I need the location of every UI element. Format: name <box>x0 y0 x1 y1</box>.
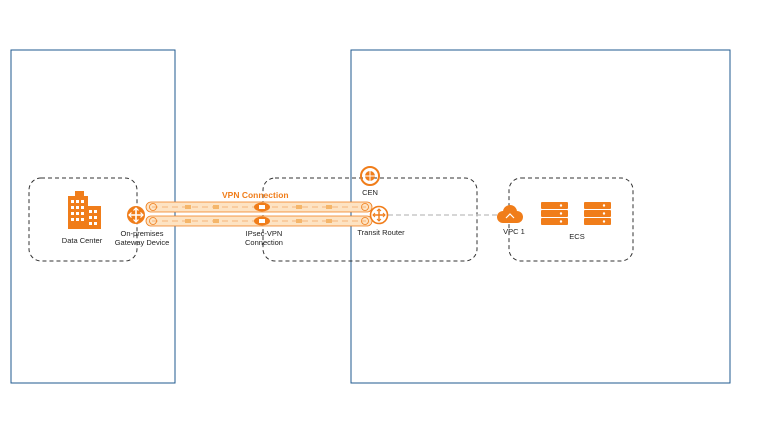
data-center-group <box>28 177 138 262</box>
gateway-label-line1: On-premises <box>120 229 164 238</box>
ipsec-label-line2: Connection <box>245 238 283 247</box>
vpn-lock-icon <box>254 202 270 226</box>
data-center-label: Data Center <box>61 236 103 245</box>
cloud-region <box>350 49 731 384</box>
gateway-label-line2: Gateway Device <box>114 238 170 247</box>
ipsec-label-line1: IPsec-VPN <box>245 229 283 238</box>
cen-label: CEN <box>362 188 378 197</box>
server-icon <box>541 202 611 225</box>
transit-router-label: Transit Router <box>357 228 405 237</box>
cen-icon <box>360 166 380 186</box>
vpn-connection-title: VPN Connection <box>222 190 289 200</box>
ecs-label: ECS <box>569 232 585 241</box>
building-icon <box>68 191 101 229</box>
vpc-label: VPC 1 <box>503 227 525 236</box>
cloud-icon <box>497 205 523 223</box>
transit-router-icon <box>369 205 389 225</box>
vpc-group <box>508 177 634 262</box>
router-icon <box>127 206 145 224</box>
